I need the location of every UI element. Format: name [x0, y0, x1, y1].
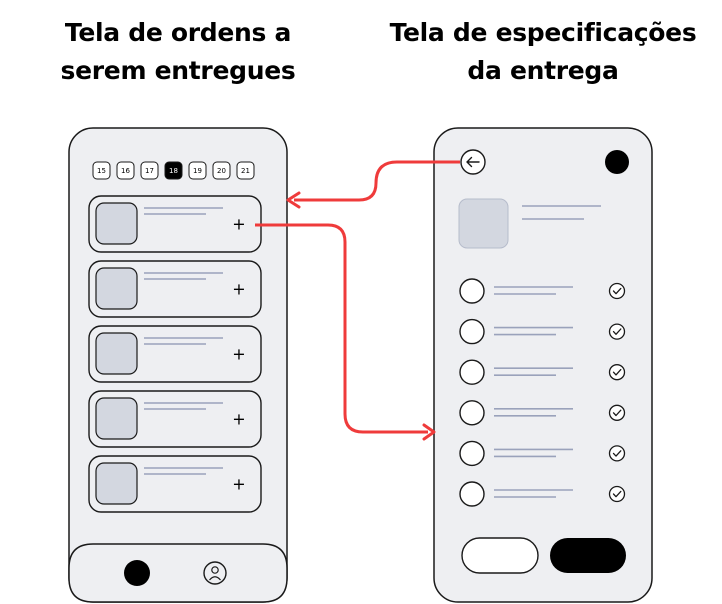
order-card[interactable]: +: [88, 390, 262, 448]
date-chip-16[interactable]: 16: [116, 161, 135, 180]
open-details-arrowhead: [422, 423, 436, 441]
secondary-button[interactable]: [461, 537, 539, 574]
profile-icon[interactable]: [203, 561, 227, 585]
radio-circle-icon[interactable]: [459, 318, 485, 345]
check-circle-icon[interactable]: [608, 282, 626, 300]
check-circle-icon[interactable]: [608, 404, 626, 421]
radio-circle-icon[interactable]: [459, 440, 485, 467]
add-order-button[interactable]: +: [232, 215, 245, 234]
details-screen-title: Tela de especificações da entrega: [372, 14, 714, 90]
date-chip-20[interactable]: 20: [212, 161, 231, 180]
checklist-item: [459, 318, 626, 345]
date-chip-label: 15: [97, 167, 106, 175]
date-chip-18[interactable]: 18: [164, 161, 183, 180]
details-screen-title-line-1: Tela de especificações: [389, 18, 697, 47]
date-chip-19[interactable]: 19: [188, 161, 207, 180]
order-thumbnail: [95, 332, 138, 375]
checklist-item: [459, 278, 626, 304]
date-chip-box: [92, 161, 111, 180]
details-screen-title-line-2: da entrega: [467, 56, 619, 85]
check-circle-icon[interactable]: [608, 364, 626, 381]
date-chip-15[interactable]: 15: [92, 161, 111, 180]
date-chip-21[interactable]: 21: [236, 161, 255, 180]
add-order-button[interactable]: +: [232, 280, 245, 299]
date-chip-label: 19: [193, 167, 202, 175]
date-chip-label: 17: [145, 167, 154, 175]
date-chip-box: [116, 161, 135, 180]
date-chip-box: [164, 161, 183, 180]
order-card[interactable]: +: [88, 195, 262, 253]
add-order-button[interactable]: +: [232, 345, 245, 364]
date-chip-label: 21: [241, 167, 250, 175]
home-dot-icon[interactable]: [124, 560, 150, 586]
order-card[interactable]: +: [88, 455, 262, 513]
checklist: [459, 278, 626, 507]
orders-screen-title: Tela de ordens a serem entregues: [28, 14, 328, 90]
product-thumbnail: [458, 198, 509, 249]
date-chip-box: [212, 161, 231, 180]
add-order-button[interactable]: +: [232, 410, 245, 429]
order-card[interactable]: +: [88, 260, 262, 318]
checklist-item: [459, 481, 626, 507]
check-circle-icon[interactable]: [608, 445, 626, 462]
bottom-nav: [68, 543, 288, 603]
date-chip-box: [140, 161, 159, 180]
date-strip: 15 16 17 18 19 20 21: [92, 161, 255, 180]
order-thumbnail: [95, 202, 138, 245]
checklist-item: [459, 400, 626, 426]
check-circle-icon[interactable]: [608, 323, 626, 340]
back-flow-arrow-line: [294, 160, 460, 202]
primary-button[interactable]: [550, 538, 626, 573]
order-thumbnail: [95, 397, 138, 440]
date-chip-box: [188, 161, 207, 180]
radio-circle-icon[interactable]: [459, 400, 485, 426]
checklist-item: [459, 440, 626, 467]
check-circle-icon[interactable]: [608, 485, 626, 503]
back-flow-arrowhead: [286, 191, 301, 209]
date-chip-17[interactable]: 17: [140, 161, 159, 180]
date-chip-box: [236, 161, 255, 180]
open-details-arrow-line: [255, 223, 428, 434]
orders-screen-title-line-2: serem entregues: [60, 56, 296, 85]
date-chip-label: 20: [217, 167, 226, 175]
order-card-list: + + + + +: [88, 195, 262, 513]
radio-circle-icon[interactable]: [459, 481, 485, 507]
avatar-dot-icon[interactable]: [605, 150, 629, 174]
orders-phone-mockup: 15 16 17 18 19 20 21 + + + + +: [68, 127, 288, 603]
checklist-item: [459, 359, 626, 385]
order-thumbnail: [95, 462, 138, 505]
date-chip-label: 16: [121, 167, 130, 175]
date-chip-label: 18: [169, 167, 178, 175]
radio-circle-icon[interactable]: [459, 359, 485, 385]
order-thumbnail: [95, 267, 138, 310]
add-order-button[interactable]: +: [232, 475, 245, 494]
radio-circle-icon[interactable]: [459, 278, 485, 304]
details-phone-mockup: [433, 127, 653, 603]
bottom-nav-bar: [68, 543, 288, 603]
flow-arrows: [255, 160, 460, 441]
orders-screen-title-line-1: Tela de ordens a: [64, 18, 292, 47]
order-card[interactable]: +: [88, 325, 262, 383]
back-arrow-icon[interactable]: [460, 149, 486, 175]
